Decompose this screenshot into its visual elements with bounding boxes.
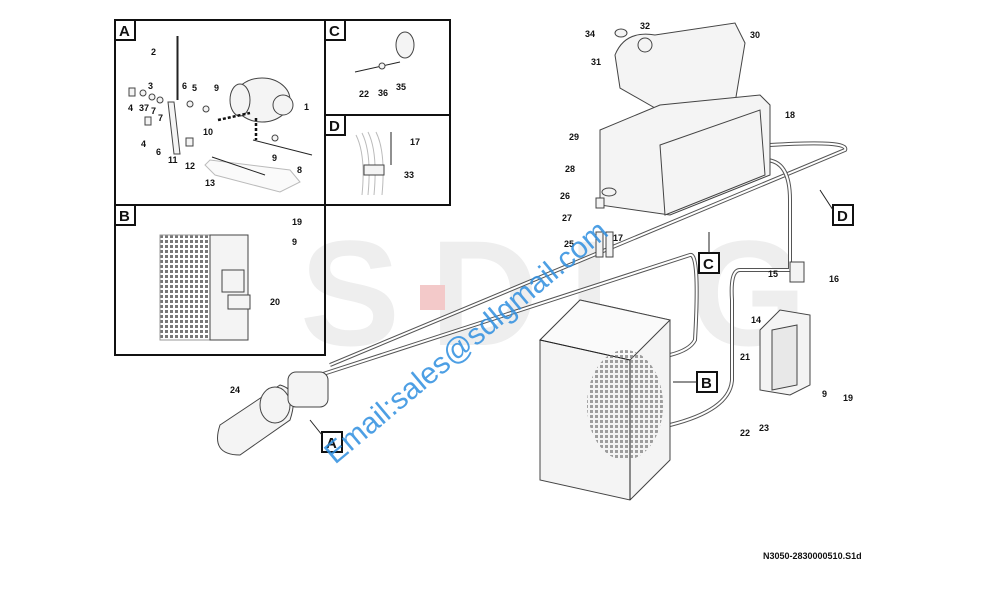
- inset-b-tag: B: [119, 208, 130, 225]
- callout-tag-b: B: [701, 375, 712, 392]
- callout-23: 23: [759, 423, 769, 433]
- callout-a-7: 7: [151, 106, 156, 116]
- callout-a-1: 1: [304, 102, 309, 112]
- callout-27: 27: [562, 213, 572, 223]
- callout-b-9: 9: [292, 237, 297, 247]
- callout-tag-c: C: [703, 256, 714, 273]
- callout-c-35: 35: [396, 82, 406, 92]
- evaporator-unit: [595, 22, 771, 258]
- callout-a-5: 5: [192, 83, 197, 93]
- main-callout-tags: D C B A: [309, 189, 854, 453]
- callout-a-6b: 6: [156, 147, 161, 157]
- inset-d-tag: D: [329, 118, 340, 135]
- callout-a-9b: 9: [272, 153, 277, 163]
- callout-a-9: 9: [214, 83, 219, 93]
- callout-15: 15: [768, 269, 778, 279]
- inset-a: A 2 3 6 5 9 1 4 37 7 7 10 4 6 11 12 9 8 …: [114, 19, 326, 206]
- callout-29: 29: [569, 132, 579, 142]
- callout-a-4b: 4: [141, 139, 146, 149]
- main-callouts: 34 32 30 31 18 29 28 26 27 25 17 15 16 1…: [230, 21, 853, 438]
- callout-b-19: 19: [292, 217, 302, 227]
- callout-34: 34: [585, 29, 595, 39]
- callout-c-22: 22: [359, 89, 369, 99]
- callout-a-4: 4: [128, 103, 133, 113]
- callout-16: 16: [829, 274, 839, 284]
- callout-d-17: 17: [410, 137, 420, 147]
- callout-a-11: 11: [168, 155, 178, 165]
- callout-tag-a: A: [326, 435, 337, 452]
- inset-d: D 17 33: [324, 114, 451, 206]
- callout-a-10: 10: [203, 127, 213, 137]
- callout-17: 17: [613, 233, 623, 243]
- callout-31: 31: [591, 57, 601, 67]
- callout-a-37: 37: [139, 103, 149, 113]
- callout-22: 22: [740, 428, 750, 438]
- callout-26: 26: [560, 191, 570, 201]
- callout-25: 25: [564, 239, 574, 249]
- inset-b: B 19 9 20: [114, 204, 326, 356]
- inset-a-tag: A: [119, 23, 130, 40]
- callout-a-3: 3: [148, 81, 153, 91]
- callout-18: 18: [785, 110, 795, 120]
- callout-32: 32: [640, 21, 650, 31]
- callout-a-13: 13: [205, 178, 215, 188]
- callout-b-20: 20: [270, 297, 280, 307]
- callout-a-2: 2: [151, 47, 156, 57]
- callout-19: 19: [843, 393, 853, 403]
- callout-14: 14: [751, 315, 761, 325]
- callout-d-33: 33: [404, 170, 414, 180]
- callout-24: 24: [230, 385, 240, 395]
- callout-21: 21: [740, 352, 750, 362]
- condenser: [539, 299, 671, 501]
- callout-a-8: 8: [297, 165, 302, 175]
- callout-28: 28: [565, 164, 575, 174]
- callout-a-12: 12: [185, 161, 195, 171]
- callout-tag-d: D: [837, 208, 848, 225]
- drawing-code: N3050-2830000510.S1d: [763, 551, 862, 561]
- inset-c: C 22 36 35: [324, 19, 451, 116]
- callout-a-6: 6: [182, 81, 187, 91]
- watermark-logo-mark: [420, 285, 445, 310]
- callout-a-7b: 7: [158, 113, 163, 123]
- receiver-dryer: [759, 261, 811, 396]
- callout-30: 30: [750, 30, 760, 40]
- callout-c-36: 36: [378, 88, 388, 98]
- inset-c-tag: C: [329, 23, 340, 40]
- callout-9: 9: [822, 389, 827, 399]
- compressor: [217, 371, 329, 456]
- refrigerant-hoses: [319, 141, 848, 427]
